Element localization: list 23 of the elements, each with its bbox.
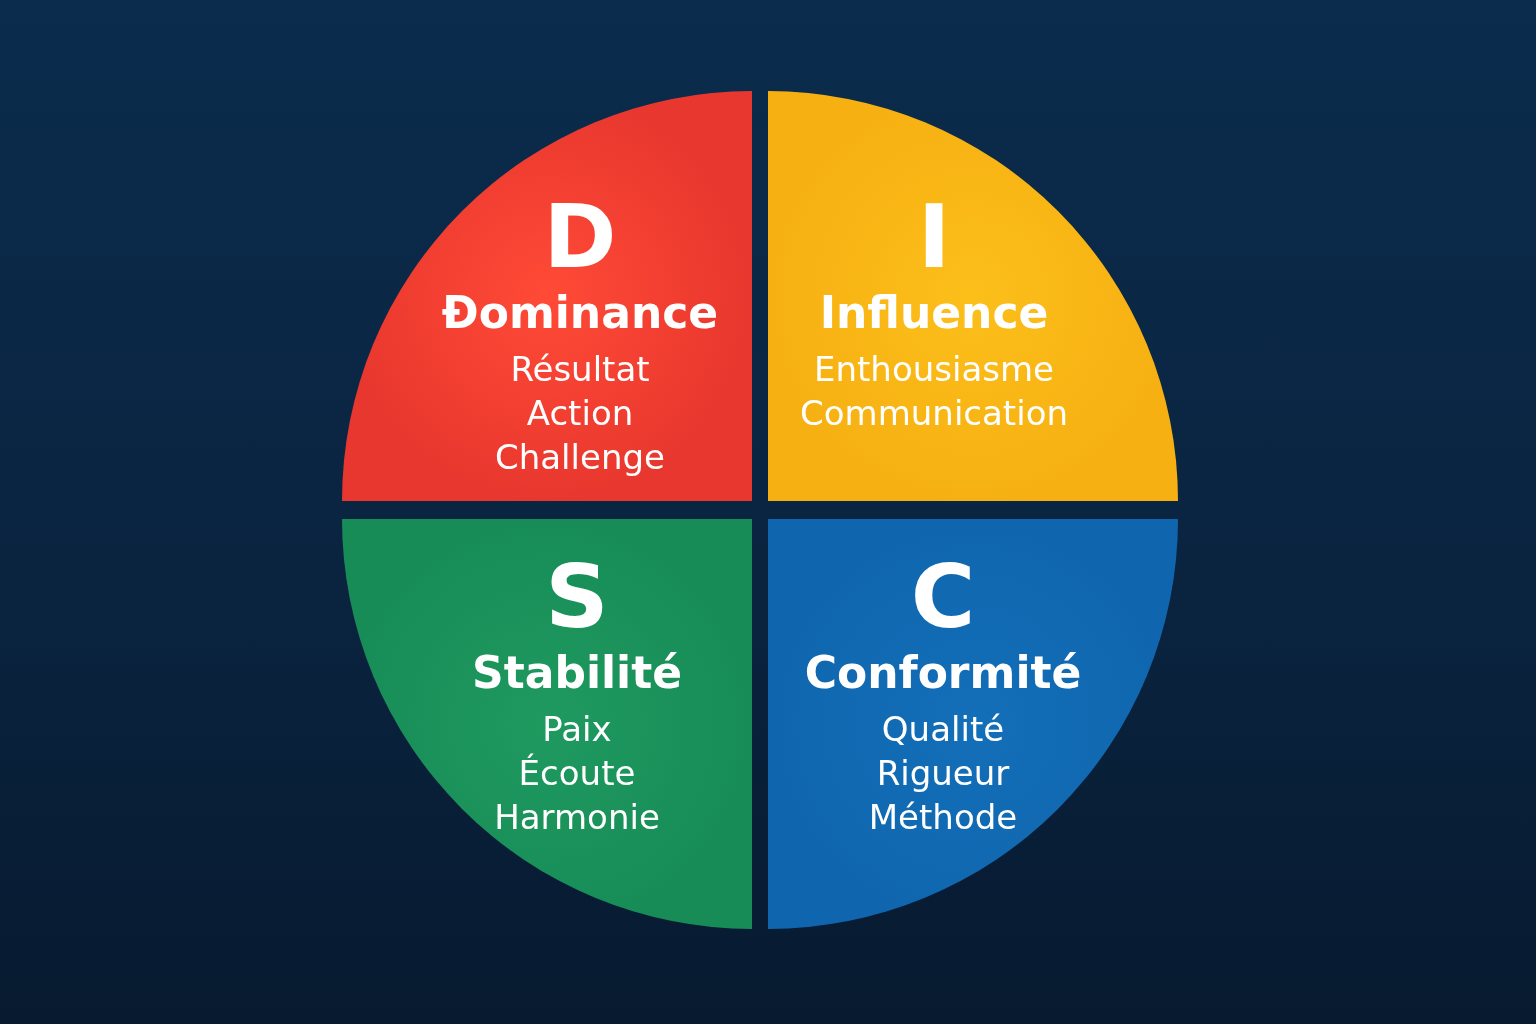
trait-word: Rigueur [876,752,1010,795]
quadrant-title: Stabilité [472,646,682,700]
quadrant-title: Influence [819,286,1049,340]
trait-word: Challenge [495,436,665,479]
quadrant-title: Conformité [804,646,1082,700]
trait-word: Communication [800,392,1068,435]
trait-word: Résultat [510,348,650,391]
trait-word: Écoute [518,752,636,795]
quadrant-letter: S [545,549,609,645]
trait-word: Paix [542,708,612,751]
quadrant-letter: I [917,189,951,285]
quadrant-letter: D [543,189,617,285]
quadrant [342,519,752,929]
trait-word: Méthode [868,796,1018,839]
trait-word: Enthousiasme [814,348,1054,391]
quadrant-letter: C [910,549,976,645]
trait-word: Action [526,392,634,435]
quadrant-title: Đominance [441,286,719,340]
quadrant [768,519,1178,929]
trait-word: Harmonie [494,796,660,839]
quadrant [768,91,1178,501]
trait-word: Qualité [881,708,1005,751]
quadrant [342,91,752,501]
